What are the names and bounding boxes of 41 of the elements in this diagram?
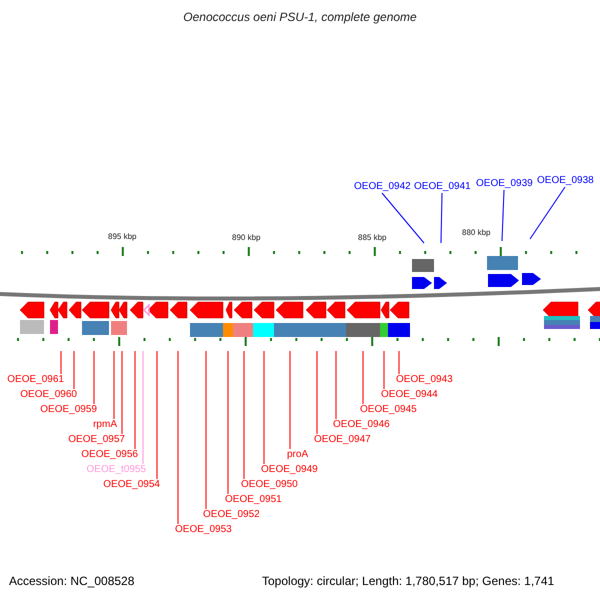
- gene-label: proA: [287, 449, 308, 461]
- gene-label: OEOE_0960: [20, 389, 77, 401]
- leader-line: [142, 350, 144, 464]
- gene-label: OEOE_0942: [354, 181, 411, 193]
- gene-label: OEOE_0939: [476, 178, 533, 190]
- leader-line: [502, 190, 504, 242]
- gene-label: OEOE_0944: [381, 389, 438, 401]
- gene-label: OEOE_0947: [314, 434, 371, 446]
- leader-line: [440, 192, 442, 244]
- gene-label: OEOE_0959: [40, 404, 97, 416]
- chart-title: Oenococcus oeni PSU-1, complete genome: [183, 10, 417, 24]
- gene-label: OEOE_0941: [414, 181, 471, 193]
- leader-line: [60, 350, 62, 374]
- gene-label: OEOE_0938: [537, 175, 594, 187]
- leader-line: [382, 192, 424, 244]
- leader-line: [134, 350, 136, 450]
- gene-label: OEOE_0946: [333, 419, 390, 431]
- gene-label: OEOE_0952: [203, 509, 260, 521]
- gene-label: OEOE_t0955: [86, 464, 146, 476]
- gene-label: OEOE_0950: [241, 479, 298, 491]
- scale-label: 885 kbp: [358, 232, 386, 244]
- gene-label: OEOE_0949: [261, 464, 318, 476]
- leader-line: [398, 350, 400, 374]
- gene-label: OEOE_0945: [360, 404, 417, 416]
- leader-line: [530, 186, 566, 240]
- gene-label: rpmA: [93, 419, 117, 431]
- gene-label: OEOE_0961: [7, 374, 64, 386]
- genome-summary-text: Topology: circular; Length: 1,780,517 bp; Genes: 1,741: [262, 574, 554, 588]
- gene-label: OEOE_0957: [68, 434, 125, 446]
- scale-label: 890 kbp: [232, 232, 260, 244]
- gene-label: OEOE_0951: [225, 494, 282, 506]
- gene-label: OEOE_0953: [175, 524, 232, 536]
- gene-label: OEOE_0956: [81, 449, 138, 461]
- leader-line: [316, 350, 318, 434]
- leader-line: [156, 350, 158, 480]
- scale-label: 895 kbp: [108, 231, 136, 243]
- gene-label: OEOE_0943: [396, 374, 453, 386]
- gene-label: OEOE_0954: [103, 479, 160, 491]
- accession-text: Accession: NC_008528: [9, 574, 134, 588]
- leader-line: [362, 350, 364, 404]
- scale-label: 880 kbp: [462, 227, 490, 239]
